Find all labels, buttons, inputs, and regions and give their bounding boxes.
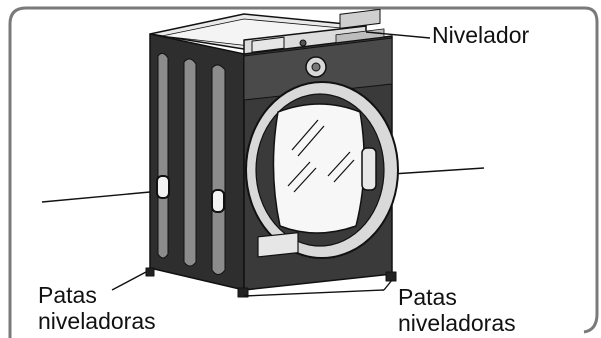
leveler-screw-2 (299, 39, 307, 47)
side-rib-1 (157, 52, 169, 259)
leader-line-legs-right-b (383, 279, 393, 291)
side-rib-3 (211, 64, 226, 275)
side-handle-left (156, 175, 170, 199)
leader-line-legs-right-a (243, 289, 385, 297)
floor-line-left (41, 191, 151, 203)
door-window (272, 103, 365, 234)
glass-reflection-2 (297, 125, 325, 157)
display-panel (339, 8, 381, 29)
glass-reflection-4 (293, 167, 317, 193)
leveling-leg-icon (145, 267, 155, 277)
leader-line-legs-left (111, 271, 147, 291)
label-leveler: Nivelador (432, 22, 530, 48)
glass-reflection-1 (291, 119, 319, 151)
label-leveling-legs-right: Patas niveladoras (398, 284, 516, 336)
leader-line-leveler (365, 31, 431, 39)
glass-reflection-3 (287, 161, 311, 187)
detergent-drawer (251, 36, 285, 53)
glass-reflection-5 (327, 151, 351, 177)
filter-access-panel (257, 232, 299, 258)
door-handle (361, 147, 377, 191)
frame-border (8, 6, 599, 338)
washing-machine-illustration (145, 8, 399, 298)
floor-line-right (391, 167, 485, 175)
glass-reflection-6 (333, 159, 355, 183)
label-leveling-legs-left: Patas niveladoras (38, 282, 156, 334)
leveling-leg-icon (385, 271, 397, 282)
side-handle-right (211, 189, 225, 213)
control-knob-center (311, 62, 321, 72)
side-rib-2 (183, 58, 197, 267)
leveling-leg-icon (237, 287, 249, 298)
